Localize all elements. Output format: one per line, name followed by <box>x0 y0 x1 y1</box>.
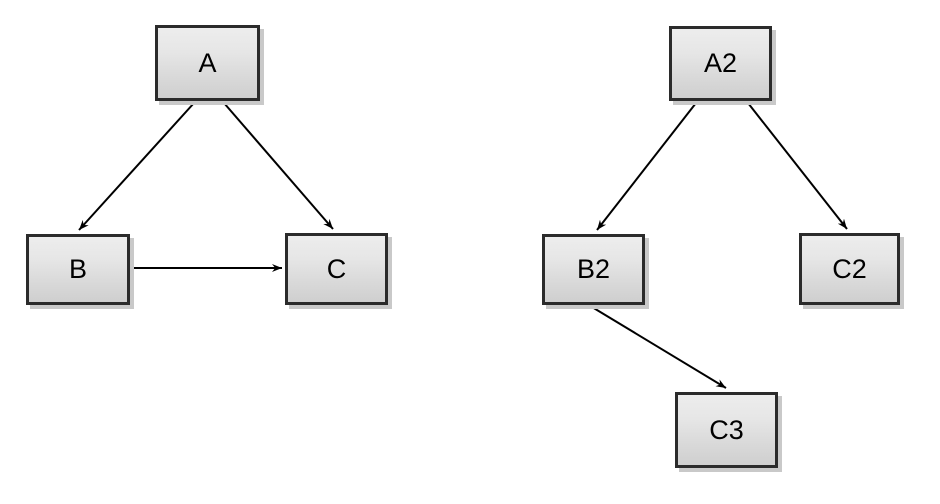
node-B2[interactable]: B2 <box>542 234 645 305</box>
node-C2[interactable]: C2 <box>799 233 900 305</box>
node-C2-label: C2 <box>832 253 867 284</box>
node-B-label: B <box>68 254 87 284</box>
node-A-label: A <box>198 47 217 78</box>
node-A2[interactable]: A2 <box>669 26 772 101</box>
node-A[interactable]: A <box>155 25 260 101</box>
edge-A-to-C <box>223 102 334 230</box>
edge-A2-to-C2 <box>747 102 848 230</box>
node-C[interactable]: C <box>285 233 388 305</box>
edge-B2-to-C3 <box>591 306 727 389</box>
node-B2-label: B2 <box>576 254 611 284</box>
node-C3[interactable]: C3 <box>675 392 778 468</box>
node-C-label: C <box>326 253 347 284</box>
node-A2-label: A2 <box>703 48 738 78</box>
edge-A-to-B <box>78 102 195 231</box>
node-C3-label: C3 <box>709 414 744 445</box>
edge-A2-to-B2 <box>596 102 697 231</box>
node-B[interactable]: B <box>26 234 130 305</box>
